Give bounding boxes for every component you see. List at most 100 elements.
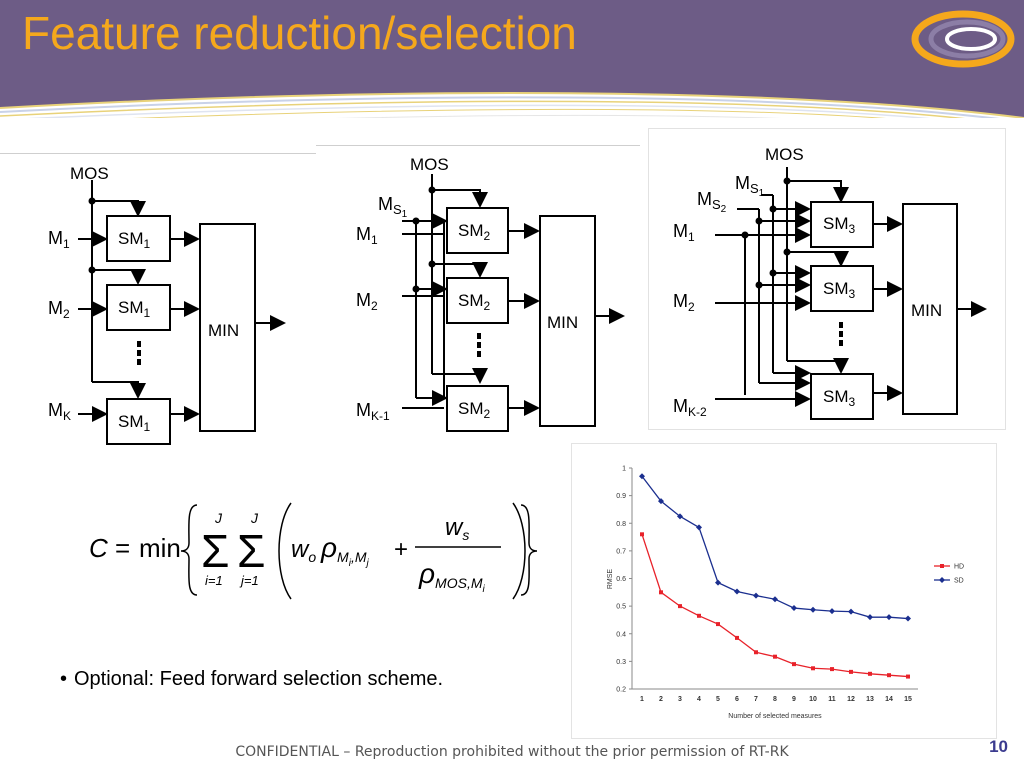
block-diagram-middle: MOS MS1 M1 M2 MK-1 SM2 SM2 SM2 MIN xyxy=(356,155,625,432)
data-point-hd xyxy=(792,662,796,667)
input-label-mk: MK xyxy=(48,400,71,423)
page-title: Feature reduction/selection xyxy=(22,7,577,59)
sm-label: SM2 xyxy=(458,291,491,313)
x-tick-label: 6 xyxy=(735,696,739,703)
sm-label: SM2 xyxy=(458,399,491,421)
diagram-panel-middle: MOS MS1 M1 M2 MK-1 SM2 SM2 SM2 MIN xyxy=(316,145,640,448)
data-point-hd xyxy=(678,604,682,609)
ms2-label: MS2 xyxy=(697,189,727,215)
y-tick-label: 1 xyxy=(622,466,626,473)
legend-label: HD xyxy=(954,564,964,571)
sm-label: SM1 xyxy=(118,412,151,434)
x-tick-label: 15 xyxy=(904,696,912,703)
sm-block xyxy=(810,373,874,420)
min-label: MIN xyxy=(547,313,578,332)
input-label-m2: M2 xyxy=(356,290,378,313)
data-point-sd xyxy=(772,596,778,603)
data-point-sd xyxy=(658,498,664,505)
legend-marker xyxy=(939,577,945,583)
data-point-sd xyxy=(734,588,740,595)
data-point-hd xyxy=(887,673,891,678)
bullet-item: •Optional: Feed forward selection scheme… xyxy=(60,668,443,691)
rho-denominator: ρMOS,Mi xyxy=(418,558,486,595)
data-point-sd xyxy=(696,524,702,531)
data-point-sd xyxy=(867,614,873,621)
weight-s: ws xyxy=(445,514,469,543)
y-tick-label: 0.6 xyxy=(616,576,626,583)
input-label-m1: M1 xyxy=(48,228,70,251)
x-tick-label: 3 xyxy=(678,696,682,703)
min-block xyxy=(539,215,596,427)
y-tick-label: 0.4 xyxy=(616,631,626,638)
input-label-mk1: MK-1 xyxy=(356,400,390,423)
x-tick-label: 2 xyxy=(659,696,663,703)
sum1-symbol: Σ xyxy=(201,525,229,577)
data-point-sd xyxy=(848,608,854,615)
sm-label: SM1 xyxy=(118,298,151,320)
sum2-bottom: j=1 xyxy=(239,573,259,588)
bullet-text: Optional: Feed forward selection scheme. xyxy=(74,668,444,690)
legend-marker xyxy=(940,564,944,568)
sum1-bottom: i=1 xyxy=(205,573,223,588)
sm-block xyxy=(446,207,509,254)
sum2-symbol: Σ xyxy=(237,525,265,577)
data-point-sd xyxy=(905,615,911,622)
formula-lhs: C xyxy=(89,533,108,563)
legend-label: SD xyxy=(954,578,964,585)
y-tick-label: 0.9 xyxy=(616,493,626,500)
formula-plus: + xyxy=(394,536,408,563)
min-block xyxy=(902,203,958,415)
sm-label: SM2 xyxy=(458,221,491,243)
min-label: MIN xyxy=(911,301,942,320)
data-point-sd xyxy=(886,614,892,621)
block-diagram-left: MOS M1 M2 MK SM1 SM1 SM1 MIN xyxy=(48,164,286,445)
page-number: 10 xyxy=(989,737,1008,756)
cost-formula: C = min J Σ i=1 J Σ j=1 wo ρMi,Mj + ws ρ… xyxy=(85,495,545,605)
data-point-sd xyxy=(810,606,816,613)
x-tick-label: 13 xyxy=(866,696,874,703)
min-block xyxy=(199,223,256,432)
data-point-sd xyxy=(639,473,645,480)
data-point-hd xyxy=(811,666,815,671)
y-tick-label: 0.8 xyxy=(616,521,626,528)
formula-min: min xyxy=(139,533,181,563)
mos-label: MOS xyxy=(70,164,109,183)
min-label: MIN xyxy=(208,321,239,340)
ms1-label: MS1 xyxy=(735,173,765,199)
data-point-hd xyxy=(906,674,910,679)
slide-header: Feature reduction/selection xyxy=(0,0,1024,141)
x-tick-label: 14 xyxy=(885,696,893,703)
formula-graphic: C = min J Σ i=1 J Σ j=1 wo ρMi,Mj + ws ρ… xyxy=(89,502,538,600)
input-label-mk2: MK-2 xyxy=(673,396,707,419)
company-logo xyxy=(911,10,1015,68)
sm-block xyxy=(106,398,171,445)
x-tick-label: 8 xyxy=(773,696,777,703)
data-point-hd xyxy=(659,590,663,595)
data-point-sd xyxy=(677,513,683,520)
rho-term: ρMi,Mj xyxy=(320,532,370,569)
sm-block xyxy=(810,265,874,312)
mos-label: MOS xyxy=(765,145,804,164)
diagram-panel-right: MOS MS1 MS2 M1 M2 MK-2 SM3 SM3 SM3 MIN xyxy=(648,128,1006,430)
y-tick-label: 0.7 xyxy=(616,548,626,555)
sm-label: SM3 xyxy=(823,387,856,409)
y-tick-label: 0.2 xyxy=(616,687,626,694)
x-tick-label: 10 xyxy=(809,696,817,703)
weight-o: wo xyxy=(291,536,316,565)
x-tick-label: 7 xyxy=(754,696,758,703)
x-tick-label: 5 xyxy=(716,696,720,703)
sm-label: SM3 xyxy=(823,214,856,236)
footer-notice: CONFIDENTIAL – Reproduction prohibited w… xyxy=(235,744,789,760)
sm-block xyxy=(446,277,509,324)
mos-label: MOS xyxy=(410,155,449,174)
y-tick-label: 0.3 xyxy=(616,659,626,666)
x-tick-label: 9 xyxy=(792,696,796,703)
x-tick-label: 1 xyxy=(640,696,644,703)
y-tick-label: 0.5 xyxy=(616,604,626,611)
data-point-hd xyxy=(697,613,701,618)
input-label-m1: M1 xyxy=(356,224,378,247)
x-tick-label: 4 xyxy=(697,696,701,703)
header-banner xyxy=(0,0,1024,141)
